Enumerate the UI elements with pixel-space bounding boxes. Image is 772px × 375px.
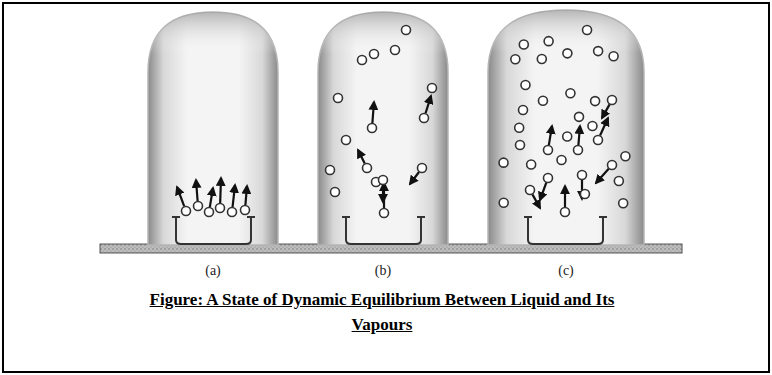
motion-arrow [600,118,608,135]
molecule [380,209,389,218]
bell-jar [488,10,644,245]
motion-arrow [177,187,184,206]
molecule [519,40,528,49]
molecule [228,208,237,217]
panel-label: (c) [558,263,574,279]
motion-arrow [549,126,552,145]
motion-arrow [426,96,431,113]
motion-arrow [210,188,213,207]
molecule [563,49,572,58]
molecule [557,155,566,164]
motion-arrow [596,169,609,183]
molecule [499,158,508,167]
molecule [326,166,335,175]
motion-arrow [358,150,365,164]
molecule [566,89,575,98]
molecule [334,94,343,103]
molecule [420,114,429,123]
molecule [538,96,547,105]
motion-arrow [602,104,610,118]
molecule [499,198,508,207]
molecule [402,26,411,35]
bell-jar [318,12,448,245]
molecule [527,160,536,169]
molecule [363,164,372,173]
molecule [216,204,225,213]
molecule [182,207,191,216]
molecule [575,112,584,121]
panel-label: (a) [205,263,221,279]
panel-label: (b) [375,263,391,279]
molecule [205,208,214,217]
molecule [537,54,546,63]
molecule [561,208,570,217]
molecule [418,164,427,173]
molecule [428,84,437,93]
motion-arrow [532,194,540,208]
motion-arrow [372,102,374,123]
motion-arrow [578,126,580,145]
motion-arrow [219,178,222,203]
molecule [526,186,535,195]
molecule [511,55,520,64]
molecule [544,37,553,46]
motion-arrow [540,183,546,200]
motion-arrow [383,183,385,208]
molecule [574,146,583,155]
molecule [608,96,617,105]
motion-arrow [196,180,198,201]
molecule [580,189,589,198]
molecule [358,56,367,65]
molecule [342,136,351,145]
molecule [368,124,377,133]
molecule [391,46,400,55]
motion-arrow [382,185,384,202]
motion-arrow [410,172,419,184]
molecule [591,97,600,106]
molecule [519,106,528,115]
molecule [331,188,340,197]
molecule [370,50,379,59]
motion-arrow [233,185,235,207]
molecule [578,171,587,180]
molecule [544,146,553,155]
molecule [544,174,553,183]
figure-caption: Figure: A State of Dynamic Equilibrium B… [142,288,622,337]
molecule [588,121,597,130]
molecule [563,132,572,141]
molecule [516,141,525,150]
motion-arrow [564,186,566,207]
molecule [614,176,623,185]
molecule [583,26,592,35]
molecule [608,161,617,170]
vapour-molecules [177,26,630,218]
molecule [379,176,388,185]
molecule [241,206,250,215]
molecule [521,80,530,89]
motion-arrow [245,186,247,205]
molecule [619,199,628,208]
molecule [594,47,603,56]
molecule [621,152,630,161]
molecule [194,202,203,211]
molecule [609,52,618,61]
molecule [515,123,524,132]
bell-jar [148,12,278,245]
molecule [594,136,603,145]
